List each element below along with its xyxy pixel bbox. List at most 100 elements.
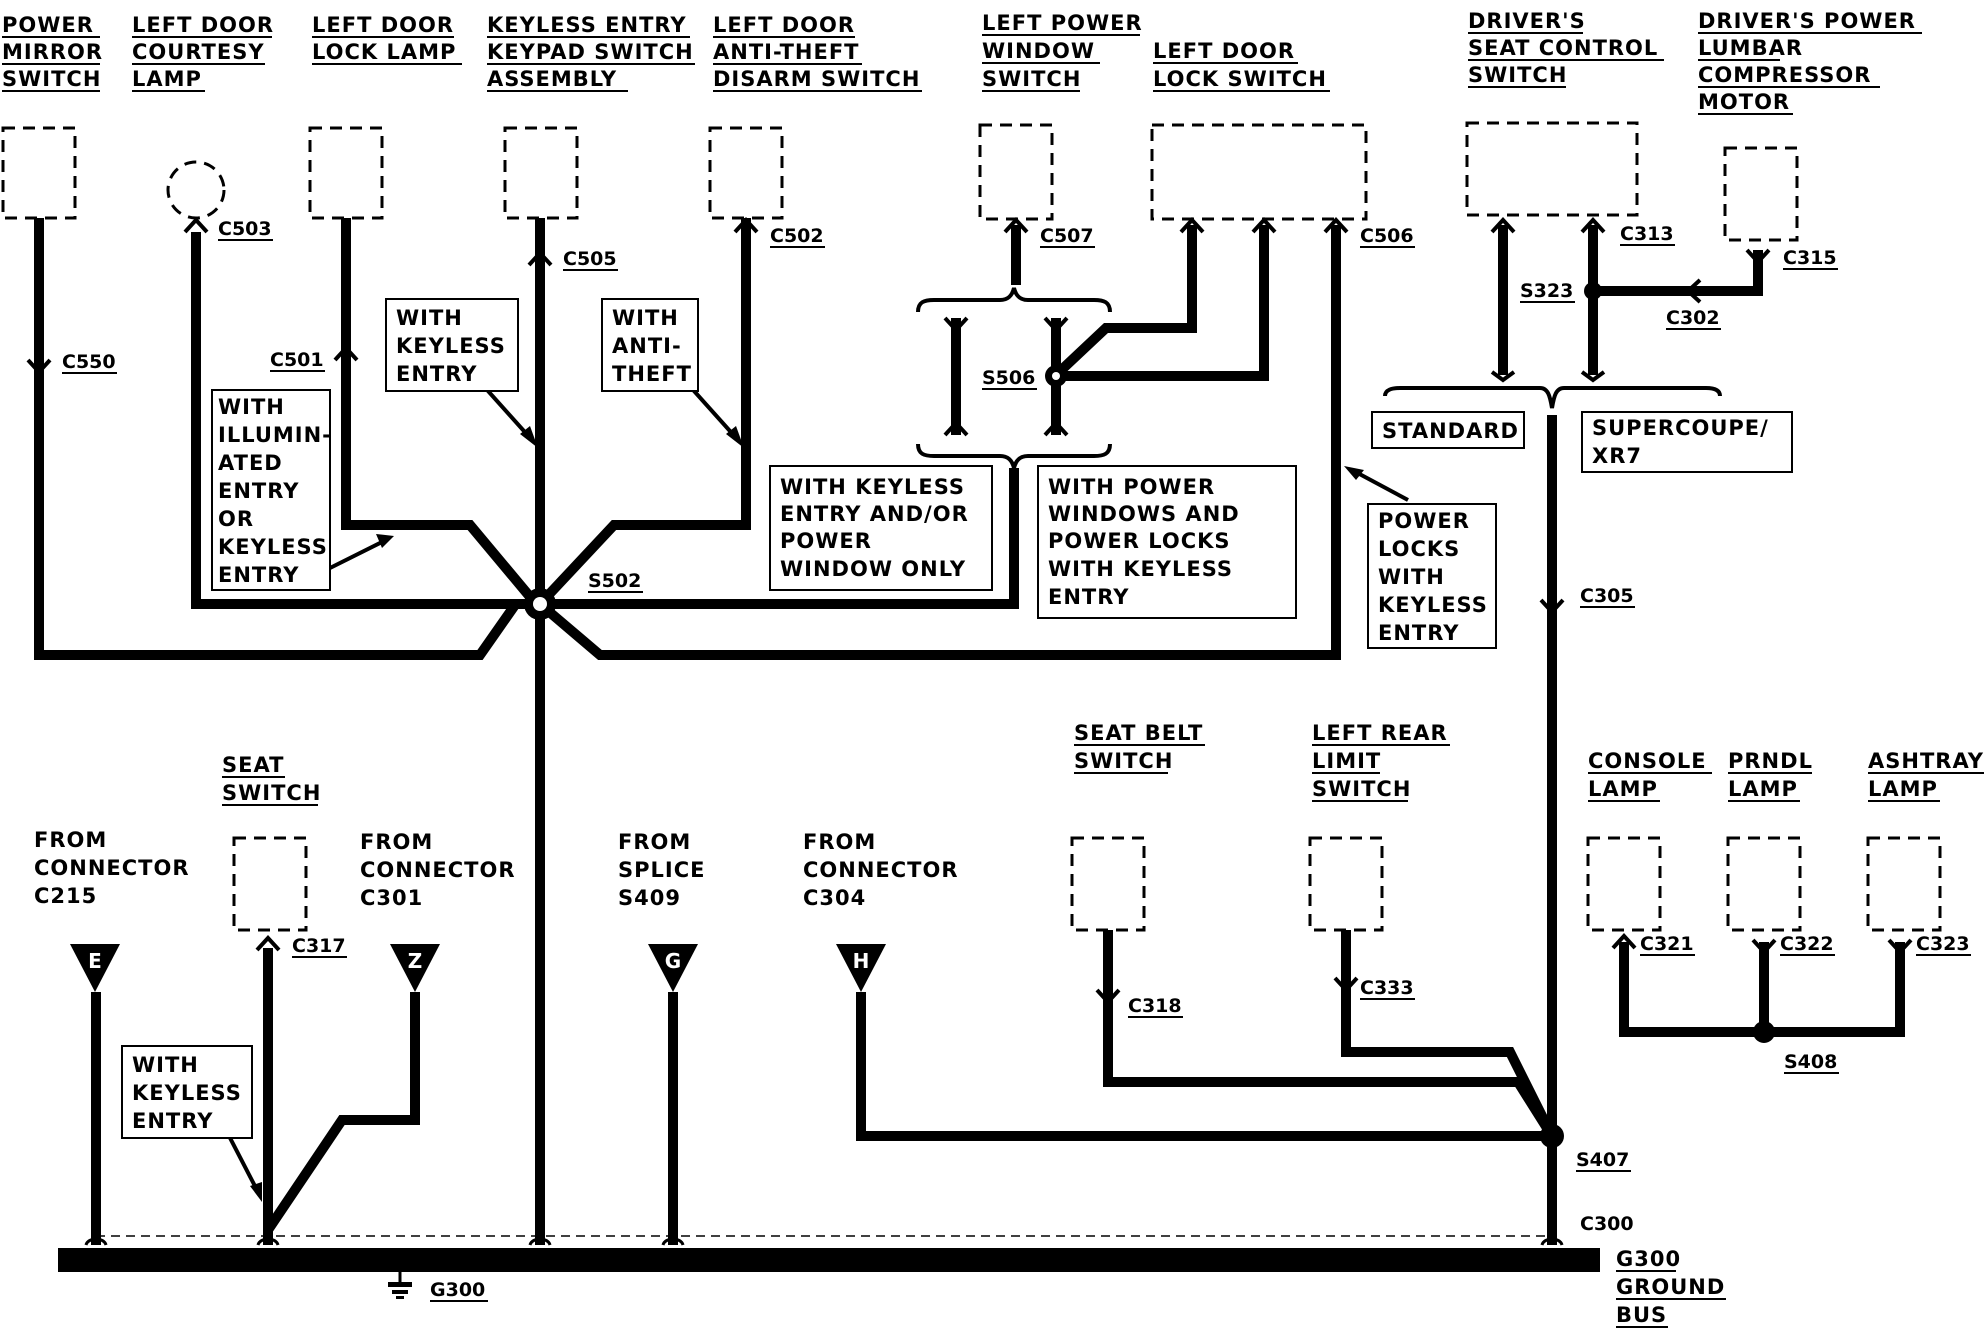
svg-text:LIMIT: LIMIT — [1312, 749, 1381, 773]
terminal-h: H — [836, 944, 886, 992]
svg-text:C501: C501 — [270, 349, 324, 371]
svg-text:ANTI-: ANTI- — [612, 334, 682, 358]
lock-lamp-box — [308, 126, 384, 220]
seat-switch-box — [232, 836, 308, 932]
svg-text:C313: C313 — [1620, 223, 1674, 245]
svg-text:FROM: FROM — [803, 830, 876, 854]
svg-text:LOCK LAMP: LOCK LAMP — [312, 40, 456, 64]
svg-text:CONNECTOR: CONNECTOR — [360, 858, 516, 882]
svg-text:SWITCH: SWITCH — [982, 67, 1081, 91]
label-ground-bus: G300 GROUND BUS — [1616, 1247, 1726, 1328]
label-seat-switch: SEAT SWITCH — [222, 753, 321, 806]
svg-text:GROUND: GROUND — [1616, 1275, 1725, 1299]
svg-text:SEAT BELT: SEAT BELT — [1074, 721, 1203, 745]
svg-text:WITH POWER: WITH POWER — [1048, 475, 1215, 499]
keypad-switch-box — [503, 126, 579, 220]
svg-text:THEFT: THEFT — [612, 362, 692, 386]
terminal-e: E — [70, 944, 120, 992]
splice-s407 — [1540, 1124, 1564, 1148]
bottom-wiring — [91, 930, 1905, 1245]
svg-text:CONNECTOR: CONNECTOR — [34, 856, 190, 880]
label-from-c215: FROM CONNECTOR C215 — [34, 828, 190, 908]
svg-text:SWITCH: SWITCH — [1074, 749, 1173, 773]
label-ashtray-lamp: ASHTRAY LAMP — [1868, 749, 1984, 802]
label-from-c301: FROM CONNECTOR C301 — [360, 830, 516, 910]
svg-text:G: G — [665, 949, 681, 973]
svg-text:S506: S506 — [982, 367, 1035, 389]
label-left-power-window-switch: LEFT POWER WINDOW SWITCH — [982, 11, 1142, 92]
svg-text:C507: C507 — [1040, 225, 1094, 247]
svg-text:SEAT: SEAT — [222, 753, 284, 777]
label-left-door-lock-switch: LEFT DOOR LOCK SWITCH — [1153, 39, 1330, 92]
power-mirror-switch-box — [1, 126, 77, 220]
note-standard: STANDARD — [1371, 411, 1525, 449]
svg-text:ILLUMIN-: ILLUMIN- — [218, 423, 332, 447]
svg-text:SWITCH: SWITCH — [222, 781, 321, 805]
limit-switch-box — [1308, 836, 1384, 932]
svg-text:LAMP: LAMP — [1868, 777, 1938, 801]
svg-text:WINDOWS AND: WINDOWS AND — [1048, 502, 1240, 526]
door-lock-switch-box — [1150, 123, 1368, 221]
svg-text:POWER: POWER — [1378, 509, 1470, 533]
svg-text:DRIVER'S: DRIVER'S — [1468, 9, 1586, 33]
svg-text:XR7: XR7 — [1592, 444, 1642, 468]
svg-text:C300: C300 — [1580, 1213, 1634, 1235]
svg-text:WITH KEYLESS: WITH KEYLESS — [780, 475, 965, 499]
svg-text:BUS: BUS — [1616, 1303, 1667, 1327]
top-wiring — [34, 218, 1763, 1245]
svg-text:LOCKS: LOCKS — [1378, 537, 1460, 561]
svg-text:POWER: POWER — [780, 529, 872, 553]
svg-text:C505: C505 — [563, 248, 617, 270]
svg-text:FROM: FROM — [618, 830, 691, 854]
svg-text:DISARM SWITCH: DISARM SWITCH — [713, 67, 920, 91]
svg-text:S409: S409 — [618, 886, 681, 910]
svg-text:G300: G300 — [1616, 1247, 1681, 1271]
svg-text:KEYLESS: KEYLESS — [132, 1081, 242, 1105]
svg-text:OR: OR — [218, 507, 254, 531]
svg-text:WITH: WITH — [218, 395, 285, 419]
splice-s408 — [1753, 1021, 1775, 1043]
top-connector-labels: C550 C503 C501 C505 C502 C507 C506 C313 … — [62, 218, 1838, 608]
svg-text:ASSEMBLY: ASSEMBLY — [487, 67, 617, 91]
svg-text:E: E — [88, 949, 102, 973]
svg-text:COMPRESSOR: COMPRESSOR — [1698, 63, 1871, 87]
label-console-lamp: CONSOLE LAMP — [1588, 749, 1712, 802]
label-keyless-entry-keypad: KEYLESS ENTRY KEYPAD SWITCH ASSEMBLY — [487, 13, 695, 92]
svg-text:WITH: WITH — [1378, 565, 1445, 589]
svg-text:ENTRY: ENTRY — [1378, 621, 1459, 645]
svg-text:FROM: FROM — [360, 830, 433, 854]
seat-belt-switch-box — [1070, 836, 1146, 932]
label-prndl-lamp: PRNDL LAMP — [1728, 749, 1813, 802]
svg-text:SUPERCOUPE/: SUPERCOUPE/ — [1592, 416, 1769, 440]
svg-text:LEFT DOOR: LEFT DOOR — [713, 13, 855, 37]
svg-text:LEFT DOOR: LEFT DOOR — [312, 13, 454, 37]
svg-text:SWITCH: SWITCH — [2, 67, 101, 91]
svg-text:STANDARD: STANDARD — [1382, 419, 1519, 443]
svg-text:ENTRY: ENTRY — [1048, 585, 1129, 609]
label-left-door-antitheft: LEFT DOOR ANTI-THEFT DISARM SWITCH — [713, 13, 922, 92]
svg-text:C502: C502 — [770, 225, 824, 247]
svg-text:S323: S323 — [1520, 280, 1573, 302]
label-drivers-seat-control: DRIVER'S SEAT CONTROL SWITCH — [1468, 9, 1664, 88]
svg-text:KEYLESS: KEYLESS — [396, 334, 506, 358]
svg-text:ENTRY: ENTRY — [132, 1109, 213, 1133]
svg-text:WITH: WITH — [396, 306, 463, 330]
svg-text:Z: Z — [408, 949, 423, 973]
svg-text:KEYPAD SWITCH: KEYPAD SWITCH — [487, 40, 694, 64]
svg-text:COURTESY: COURTESY — [132, 40, 265, 64]
label-left-door-courtesy-lamp: LEFT DOOR COURTESY LAMP — [132, 13, 273, 92]
svg-text:C317: C317 — [292, 935, 346, 957]
svg-text:ENTRY: ENTRY — [218, 563, 299, 587]
svg-text:LEFT DOOR: LEFT DOOR — [1153, 39, 1295, 63]
svg-text:LOCK SWITCH: LOCK SWITCH — [1153, 67, 1327, 91]
svg-text:KEYLESS ENTRY: KEYLESS ENTRY — [487, 13, 687, 37]
power-window-switch-box — [978, 123, 1054, 221]
svg-text:C333: C333 — [1360, 977, 1414, 999]
note-power-locks-keyless: POWER LOCKS WITH KEYLESS ENTRY — [1367, 503, 1497, 649]
svg-text:LAMP: LAMP — [1728, 777, 1798, 801]
svg-text:PRNDL: PRNDL — [1728, 749, 1813, 773]
svg-text:C506: C506 — [1360, 225, 1414, 247]
svg-text:WITH: WITH — [132, 1053, 199, 1077]
svg-text:C503: C503 — [218, 218, 272, 240]
lumbar-motor-box — [1723, 146, 1799, 242]
